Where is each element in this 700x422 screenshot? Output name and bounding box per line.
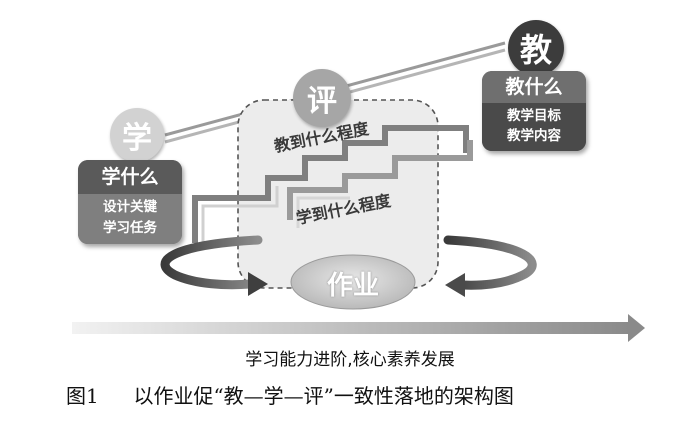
assess-circle-label: 评 xyxy=(307,84,337,119)
learn-circle: 学 xyxy=(110,108,164,162)
progress-label: 学习能力进阶,核心素养发展 xyxy=(245,350,455,370)
right-cycle-arrow xyxy=(443,235,537,297)
assess-circle: 评 xyxy=(293,69,351,127)
learn-box-line-2: 学习任务 xyxy=(103,220,157,236)
homework-ellipse xyxy=(290,254,416,310)
teach-box-line-2: 教学内容 xyxy=(507,128,561,144)
figure-title: 以作业促“教—学—评”一致性落地的架构图 xyxy=(133,384,514,408)
homework-label: 作业 xyxy=(326,271,379,301)
teach-circle-label: 教 xyxy=(519,31,552,69)
figure-caption: 图1 以作业促“教—学—评”一致性落地的架构图 xyxy=(66,380,686,409)
figure-number: 图1 xyxy=(66,384,99,408)
teach-box-line-1: 教学目标 xyxy=(507,108,561,124)
learn-box-title: 学什么 xyxy=(78,160,182,194)
step-staircase xyxy=(192,125,473,243)
left-cycle-arrow xyxy=(160,235,268,296)
teach-box: 教什么 教学目标 教学内容 xyxy=(482,71,586,151)
learn-box-line-1: 设计关键 xyxy=(103,199,157,215)
teach-box-title: 教什么 xyxy=(482,71,586,103)
learn-box: 学什么 设计关键 学习任务 xyxy=(78,160,182,244)
progress-arrow xyxy=(72,314,645,342)
teach-circle: 教 xyxy=(508,20,564,76)
learn-circle-label: 学 xyxy=(122,121,152,156)
